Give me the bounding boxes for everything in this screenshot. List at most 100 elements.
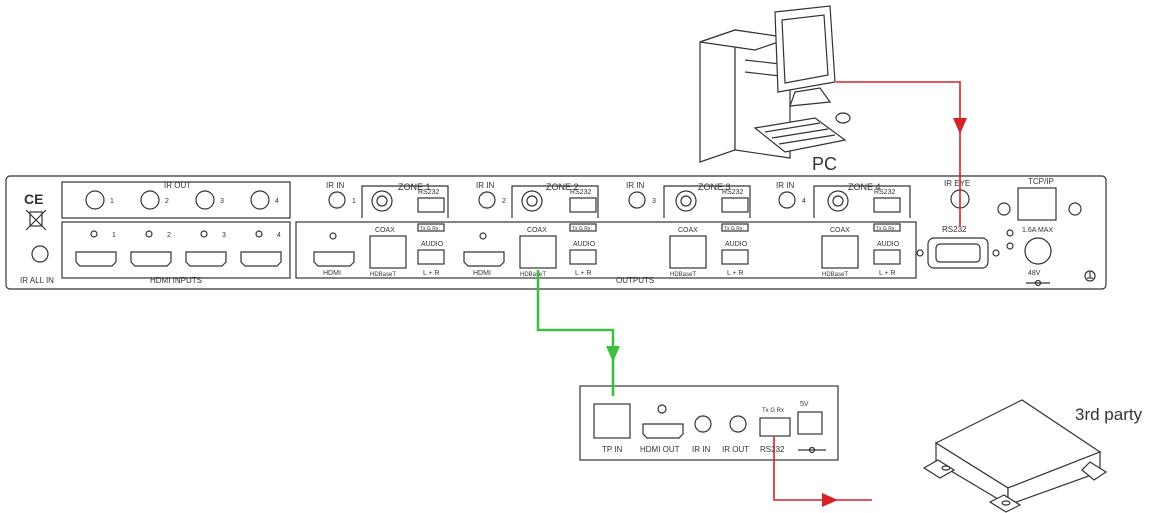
zone-1-hdmi-port (313, 251, 355, 267)
hdmi-in-4-port (240, 251, 282, 267)
matrix-to-receiver-hdbaset-cable (536, 270, 620, 396)
ir-out-2-jack (140, 190, 160, 210)
ir-out-3-num: 3 (220, 198, 224, 205)
dc-polarity-icon (1026, 279, 1050, 287)
zone-4-coax-label: COAX (830, 227, 850, 234)
receiver-rs232-port (759, 417, 791, 437)
weee-icon (25, 209, 47, 231)
pc-to-matrix-rs232-cable (836, 81, 967, 226)
zone-1-title: ZONE 1 (398, 182, 431, 192)
ir-out-1-jack (85, 190, 105, 210)
zone-1-hdbaset-port (369, 235, 407, 269)
zone-2-txrx-label: Tx G Rx (572, 226, 591, 232)
pc-label: PC (812, 154, 837, 174)
zone-3-ir-in-label: IR IN (626, 181, 644, 190)
ir-all-in-label: IR ALL IN (20, 276, 54, 285)
power-jack (1024, 237, 1052, 265)
hdmi-inputs-title: HDMI INPUTS (150, 276, 202, 285)
zone-1-coax-label: COAX (375, 227, 395, 234)
zone-3-txrx-label: Tx G Rx (724, 226, 743, 232)
receiver-dc-polarity-icon (798, 446, 826, 454)
receiver-rs232-label: RS232 (760, 445, 785, 454)
zone-2-audio-port (569, 249, 597, 265)
zone-2-ir-num: 2 (502, 198, 506, 205)
tcpip-right-screw (1068, 202, 1082, 216)
receiver-hdmi-out-port (642, 423, 684, 439)
zone-2-ir-in-jack (478, 191, 496, 209)
receiver-ir-in-jack (694, 415, 712, 433)
zone-2-rs232-label: RS232 (570, 189, 592, 196)
receiver-ir-in-label: IR IN (692, 445, 710, 454)
zone-4-rs232-port (873, 197, 901, 213)
zone-1-lr-label: L + R (423, 270, 440, 277)
zone-2-hdbaset-port (519, 235, 557, 269)
zone-2-hdbaset-label: HDBaseT (520, 272, 546, 278)
zone-3-audio-port (721, 249, 749, 265)
zone-1-ir-in-label: IR IN (326, 181, 344, 190)
receiver-tp-in-port (593, 403, 631, 439)
zone-3-hdbaset-port (669, 235, 707, 269)
ir-out-1-num: 1 (110, 198, 114, 205)
zone-2: IR IN 2 ZONE 2 RS232 Tx G Rx HDMI COAX H… (463, 181, 599, 278)
zone-3-rs232-port (721, 197, 749, 213)
receiver-hdmi-out-label: HDMI OUT (640, 445, 680, 454)
zone-3-coax-label: COAX (678, 227, 698, 234)
ir-eye-label: IR EYE (944, 179, 970, 188)
third-party-device (922, 399, 1108, 513)
ir-all-in-jack (31, 245, 49, 263)
zone-4-ir-in-label: IR IN (776, 181, 794, 190)
zone-2-coax-jack (521, 190, 543, 212)
zone-4-hdbaset-port (821, 235, 859, 269)
pc-computer (699, 5, 851, 163)
zone-4-rs232-label: RS232 (874, 189, 896, 196)
tcpip-left-screw (997, 202, 1011, 216)
receiver-ir-out-jack (729, 415, 747, 433)
power-rating-label: 1.6A MAX (1022, 227, 1053, 234)
receiver-power-label: 5V (800, 401, 809, 408)
zone-1-audio-port (417, 249, 445, 265)
hdmi-in-2-port (130, 251, 172, 267)
zone-2-hdmi-port (463, 251, 505, 267)
zone-3-hdbaset-label: HDBaseT (670, 272, 696, 278)
zone-1-ir-num: 1 (352, 198, 356, 205)
hdmi-in-3-port (185, 251, 227, 267)
zone-1-txrx-label: Tx G Rx (420, 226, 439, 232)
zone-2-rs232-port (569, 197, 597, 213)
third-party-label: 3rd party (1075, 405, 1143, 424)
ir-out-title: IR OUT (164, 181, 191, 190)
hdmi-in-3-num: 3 (222, 232, 226, 239)
zone-4-lr-label: L + R (879, 270, 896, 277)
zone-3-ir-in-jack (628, 191, 646, 209)
zone-3-lr-label: L + R (727, 270, 744, 277)
ir-out-4-num: 4 (275, 198, 279, 205)
zone-2-lr-label: L + R (575, 270, 592, 277)
rs232-main-port (927, 237, 989, 269)
receiver-to-thirdparty-rs232-cable (773, 436, 872, 507)
zone-4: IR IN 4 ZONE 4 RS232 Tx G Rx COAX HDBase… (776, 181, 911, 278)
zone-1-ir-in-jack (328, 191, 346, 209)
zone-4-txrx-label: Tx G Rx (876, 226, 895, 232)
ce-mark: CE (24, 191, 43, 207)
ir-out-2-num: 2 (165, 198, 169, 205)
outputs-title: OUTPUTS (616, 276, 654, 285)
tcpip-label: TCP/IP (1028, 177, 1054, 186)
zone-1-rs232-label: RS232 (418, 189, 440, 196)
zone-1-coax-jack (371, 190, 393, 212)
zone-2-audio-label: AUDIO (573, 241, 596, 248)
zone-4-audio-label: AUDIO (877, 241, 900, 248)
zone-1: IR IN 1 ZONE 1 RS232 Tx G Rx HDMI COAX H… (313, 181, 449, 278)
zone-1-rs232-port (417, 197, 445, 213)
zone-3-title: ZONE 3 (698, 182, 731, 192)
zone-2-ir-in-label: IR IN (476, 181, 494, 190)
hdmi-in-1-num: 1 (112, 232, 116, 239)
zone-4-coax-jack (827, 190, 849, 212)
zone-3-coax-jack (675, 190, 697, 212)
ir-out-3-jack (195, 190, 215, 210)
receiver-ir-out-label: IR OUT (722, 445, 749, 454)
zone-4-ir-in-jack (778, 191, 796, 209)
zone-1-audio-label: AUDIO (421, 241, 444, 248)
zone-1-hdbaset-label: HDBaseT (370, 272, 396, 278)
power-voltage-label: 48V (1028, 270, 1041, 277)
zone-3-audio-label: AUDIO (725, 241, 748, 248)
